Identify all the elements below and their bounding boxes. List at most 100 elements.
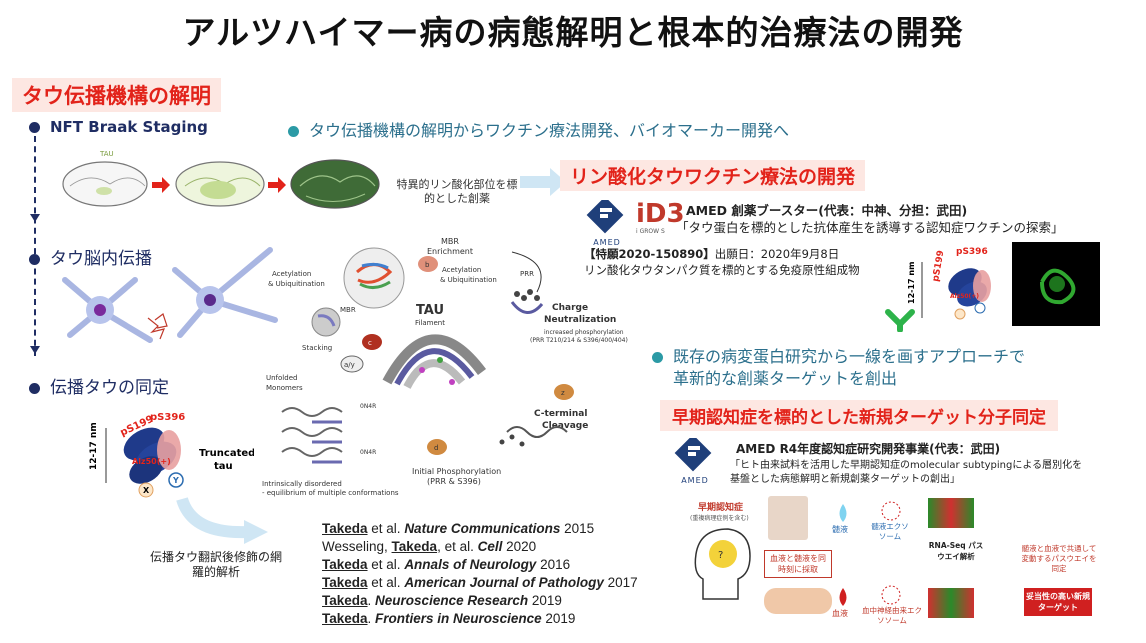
item-brain-spread-label: タウ脳内伝播 <box>50 249 152 269</box>
reference-item: Takeda et al. Annals of Neurology 2016 <box>322 556 638 574</box>
ref-journal: Nature Communications <box>404 521 561 536</box>
page-title: アルツハイマー病の病態解明と根本的治療法の開発 <box>182 13 964 52</box>
vaccine-molecule-illustration: 12-17 nm pS199 pS396 Alz50(+) <box>885 247 991 332</box>
flow-early-label: 早期認知症 <box>698 503 744 513</box>
ref-mid: et al. <box>367 557 405 572</box>
curved-arrow-icon <box>176 496 268 544</box>
mbr-enrichment-label: MBR <box>441 237 459 246</box>
head-illustration: ? <box>694 528 751 600</box>
mbr-small-label: MBR <box>340 306 356 314</box>
svg-text:Monomers: Monomers <box>266 384 303 392</box>
flow-simultaneous: 血液と髄液を同時刻に採取 <box>764 550 832 578</box>
patent-number: 【特願2020-150890】 <box>584 247 715 261</box>
booster-line-1: AMED 創薬ブースター(代表：中神、分担：武田) <box>686 203 968 218</box>
reference-item: Takeda. Frontiers in Neuroscience 2019 <box>322 610 638 628</box>
item-tau-identification: 伝播タウの同定 <box>29 373 169 398</box>
r4-line-1: AMED R4年度認知症研究開発事業(代表：武田) <box>736 442 1001 456</box>
bullet-icon <box>29 253 40 265</box>
reference-item: Takeda et al. American Journal of Pathol… <box>322 574 638 592</box>
item-tau-identification-label: 伝播タウの同定 <box>50 378 169 398</box>
ay-label: a/y <box>344 361 355 369</box>
ref-author: Takeda <box>322 521 368 536</box>
braak-brain-illustration: TAU <box>62 150 380 209</box>
ref-pre: Wesseling, <box>322 539 392 554</box>
ref-journal: Annals of Neurology <box>404 557 537 572</box>
ref-author: Takeda <box>322 611 368 626</box>
ref-year: 2017 <box>603 575 638 590</box>
tau-filament-label: TAU <box>416 303 444 318</box>
reference-list: Takeda et al. Nature Communications 2015… <box>322 520 638 628</box>
id3-logo: iD3 i GROW S <box>636 200 685 235</box>
truncated-tau-illustration: 12-17 nm pS199 pS396 Alz50(+) X Y Trunca… <box>89 412 254 498</box>
bullet-icon <box>288 126 299 137</box>
flow-csf-exo: 髄液エクソソーム <box>871 522 909 541</box>
truncated-label-2: tau <box>214 461 233 472</box>
cterm-label: C-terminal <box>534 409 587 419</box>
csf-exosome-icon <box>881 501 901 521</box>
amed-logo: AMED <box>584 196 630 247</box>
site-caption: 特異的リン酸化部位を標的とした創薬 <box>396 178 518 205</box>
ref-journal: Cell <box>477 539 503 554</box>
ptm-caption: 伝播タウ翻訳後修飾の網羅的解析 <box>149 550 282 579</box>
y-label: Y <box>172 476 179 485</box>
bullet-icon <box>652 352 663 363</box>
amed-logo-2-text: AMED <box>681 476 709 485</box>
flow-csf-label: 髄液 <box>832 525 848 534</box>
early-dementia-title: 早期認知症を標的とした新規ターゲット分子同定 <box>660 400 1058 431</box>
flow-dashed-line <box>34 136 36 356</box>
unfolded-label: Unfolded <box>266 374 297 382</box>
ref-year: 2020 <box>502 539 537 554</box>
reference-item: Takeda. Neuroscience Research 2019 <box>322 592 638 610</box>
fluorescence-image <box>1012 242 1100 326</box>
flow-arrow-1 <box>30 214 40 222</box>
flow-blood-exo: 血中神経由来エクソソーム <box>862 606 922 625</box>
charge-label: Charge <box>552 303 588 313</box>
heatmap-bottom <box>928 588 974 618</box>
amed-logo-text: AMED <box>593 238 621 247</box>
mbr-enrichment-label-2: Enrichment <box>427 247 473 256</box>
ref-author: Takeda <box>391 539 438 554</box>
r4-line-2: 「ヒト由来試料を活用した早期認知症のmolecular subtypingによる… <box>730 460 1083 471</box>
c-label: c <box>368 339 372 347</box>
vaccine-ps396: pS396 <box>956 247 988 257</box>
arm-image <box>764 588 832 614</box>
blood-exosome-icon <box>881 585 901 605</box>
size-label: 12-17 nm <box>89 422 99 470</box>
on4r-label-1: 0N4R <box>360 403 376 410</box>
svg-text:& Ubiquitination: & Ubiquitination <box>440 276 497 284</box>
ref-journal: American Journal of Pathology <box>404 575 604 590</box>
svg-text:Acetylation: Acetylation <box>442 266 481 274</box>
ref-mid: , et al. <box>437 539 478 554</box>
vaccine-alz50: Alz50(+) <box>950 293 979 300</box>
svg-text:Acetylation: Acetylation <box>272 270 311 278</box>
flow-arrow-2 <box>30 346 40 354</box>
big-arrow-icon <box>520 168 566 196</box>
reference-item: Takeda et al. Nature Communications 2015 <box>322 520 638 538</box>
vaccine-ps199: pS199 <box>931 250 946 283</box>
flow-early-sub: (重複病理症例を含む) <box>690 515 749 522</box>
flow-common: 髄液と血液で共通して変動するパスウエイを同定 <box>1021 544 1097 573</box>
bullet-icon <box>29 382 40 394</box>
svg-text:Cleavage: Cleavage <box>542 421 588 431</box>
vaccine-size-label: 12-17 nm <box>907 262 916 304</box>
stacking-label: Stacking <box>302 344 332 352</box>
amed-logo-2-icon <box>674 434 712 472</box>
blood-drop-icon <box>839 588 847 606</box>
ref-year: 2019 <box>528 593 562 608</box>
patent-date: 出願日：2020年9月8日 <box>714 247 840 261</box>
x-label: X <box>143 486 150 495</box>
ref-year: 2019 <box>541 611 576 626</box>
svg-text:Neutralization: Neutralization <box>544 315 616 325</box>
truncated-label-1: Truncated <box>199 448 254 459</box>
booster-line-2: 「タウ蛋白を標的とした抗体産生を誘導する認知症ワクチンの探索」 <box>676 220 1064 235</box>
ps396-label: pS396 <box>150 412 185 423</box>
patent-line-2: リン酸化タウタンパク質を標的とする免疫原性組成物 <box>584 263 860 277</box>
spine-image <box>768 496 808 540</box>
b-label: b <box>425 261 430 269</box>
id3-logo-sub: i GROW S <box>636 228 665 235</box>
neuron-propagation-illustration <box>62 247 278 343</box>
amed-logo-2: AMED <box>672 434 718 485</box>
flow-target: 妥当性の高い新規ターゲット <box>1024 588 1092 616</box>
svg-text:Filament: Filament <box>415 319 445 327</box>
ref-mid: et al. <box>367 575 405 590</box>
